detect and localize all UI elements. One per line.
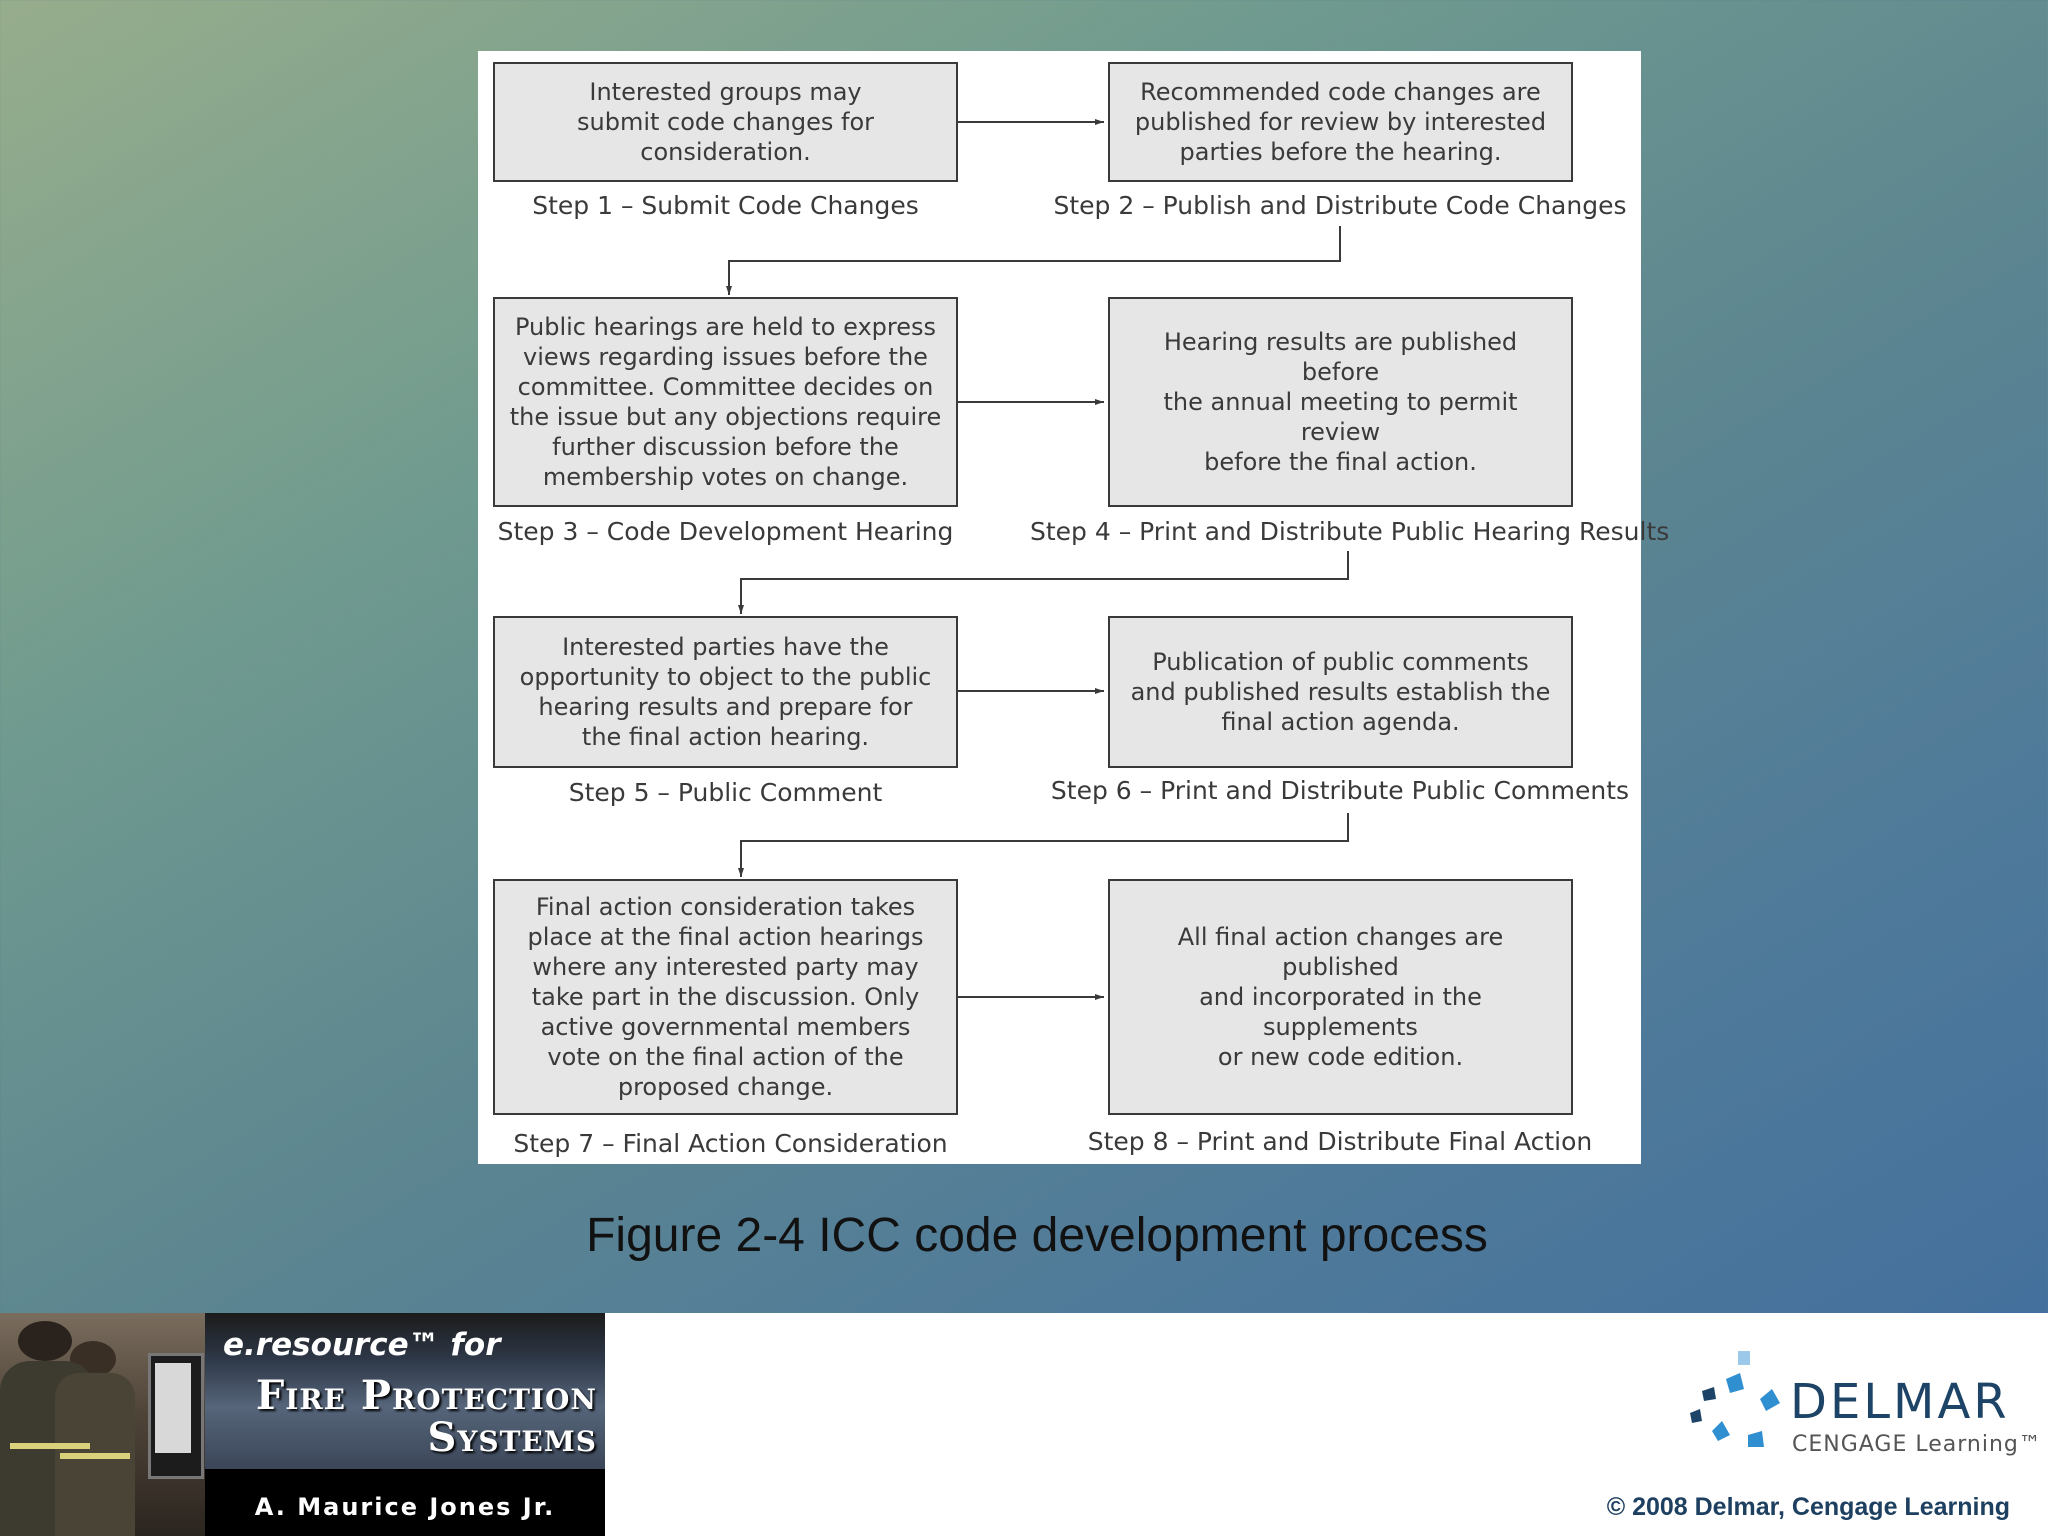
step-8-box: All final action changes are published a… [1108, 879, 1573, 1115]
step-2-box: Recommended code changes are published f… [1108, 62, 1573, 182]
copyright-notice: © 2008 Delmar, Cengage Learning [1606, 1493, 2010, 1521]
flow-connectors [726, 119, 1349, 1000]
publisher-name: DELMAR [1790, 1374, 2010, 1430]
step-6-box: Publication of public comments and publi… [1108, 616, 1573, 768]
step-2-label: Step 2 – Publish and Distribute Code Cha… [1053, 191, 1627, 220]
book-title-line2: Systems [427, 1414, 597, 1461]
book-title: Fire Protection Systems [256, 1375, 597, 1459]
step-3-label: Step 3 – Code Development Hearing [497, 517, 954, 546]
step-6-label: Step 6 – Print and Distribute Public Com… [1050, 776, 1630, 805]
step-7-label: Step 7 – Final Action Consideration [513, 1129, 948, 1158]
step-4-box: Hearing results are published before the… [1108, 297, 1573, 507]
publisher-subtitle: CENGAGE Learning™ [1792, 1432, 2042, 1457]
flowchart-figure: Interested groups may submit code change… [478, 51, 1669, 1164]
slide: Interested groups may submit code change… [478, 51, 1670, 1262]
book-banner: e.resource™ for Fire Protection Systems … [0, 1313, 605, 1536]
step-4-label: Step 4 – Print and Distribute Public Hea… [1030, 517, 1670, 546]
step-1-label: Step 1 – Submit Code Changes [532, 191, 919, 220]
step-3-box: Public hearings are held to express view… [493, 297, 958, 507]
book-title-line1: Fire Protection [255, 1372, 597, 1419]
step-8-label: Step 8 – Print and Distribute Final Acti… [1087, 1127, 1593, 1156]
book-series: e.resource™ for [223, 1327, 501, 1363]
step-5-label: Step 5 – Public Comment [568, 778, 883, 807]
figure-caption: Figure 2-4 ICC code development process [586, 1209, 1488, 1262]
book-title-banner: e.resource™ for Fire Protection Systems [205, 1313, 605, 1469]
step-5-box: Interested parties have the opportunity … [493, 616, 958, 768]
step-7-box: Final action consideration takes place a… [493, 879, 958, 1115]
book-author: A. Maurice Jones Jr. [205, 1469, 605, 1536]
arrow-step4-to-step5 [738, 551, 1349, 614]
step-1-box: Interested groups may submit code change… [493, 62, 958, 182]
arrow-step2-to-step3 [726, 226, 1341, 295]
slide-footer: e.resource™ for Fire Protection Systems … [0, 1313, 2048, 1536]
arrow-step6-to-step7 [738, 813, 1349, 877]
delmar-logo-icon [1690, 1351, 1780, 1447]
firefighters-photo [0, 1313, 205, 1536]
